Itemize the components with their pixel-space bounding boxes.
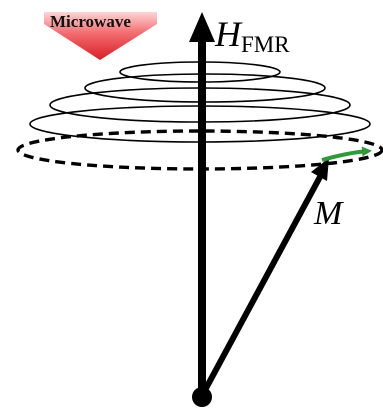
microwave-arrow-icon	[44, 12, 157, 60]
precession-direction-arrow-icon	[321, 146, 372, 162]
magnetization-label: M	[313, 195, 344, 232]
magnetization-arrow	[201, 158, 329, 394]
field-label-symbol: H	[214, 14, 243, 54]
microwave-label: Microwave	[50, 12, 131, 31]
field-label-subscript: FMR	[241, 32, 290, 57]
field-label: HFMR	[214, 14, 290, 57]
field-arrow	[189, 12, 215, 395]
